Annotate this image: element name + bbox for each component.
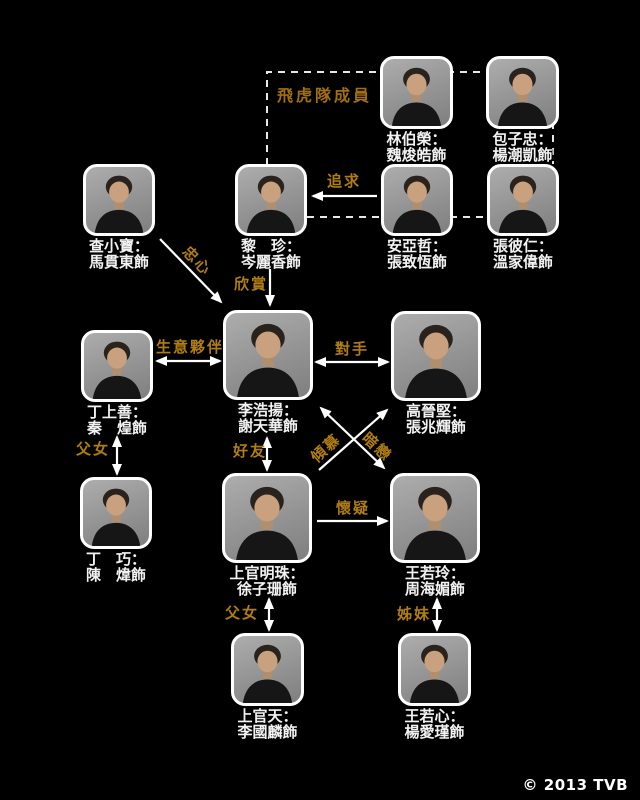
name-caption-ting-hau: 丁 巧：陳 煒飾 <box>86 551 146 583</box>
portrait-photo-lai-chun <box>235 164 307 236</box>
person-silhouette-icon <box>405 324 467 398</box>
portrait-photo-lee-ho-yeung <box>223 310 313 400</box>
actor-name: 楊愛瑾飾 <box>404 723 465 741</box>
relation-label-business-partners: 生意夥伴 <box>155 338 225 356</box>
name-caption-cheung-pei-yan: 張彼仁：溫家偉飾 <box>493 238 553 270</box>
name-caption-lee-ho-yeung: 李浩揚：謝天華飾 <box>238 402 298 434</box>
person-silhouette-icon <box>391 67 442 126</box>
group-label: 飛虎隊成員 <box>277 86 373 105</box>
character-name: 張彼仁： <box>492 237 554 255</box>
actor-name: 謝天華飾 <box>237 417 299 435</box>
person-silhouette-icon <box>392 175 442 233</box>
person-silhouette-icon <box>497 67 548 126</box>
relation-label-pursue: 追求 <box>326 172 362 190</box>
actor-name: 馬貫東飾 <box>88 253 150 271</box>
character-name: 上官天： <box>237 707 298 725</box>
relation-label-loyalty: 忠心 <box>178 242 216 280</box>
person-silhouette-icon <box>404 486 466 560</box>
copyright-notice: © 2013 TVB <box>522 776 628 794</box>
portrait-photo-sheung-kwun-tin <box>231 633 304 706</box>
actor-name: 魏焌皓飾 <box>386 146 447 164</box>
portrait-photo-bau-tsz-chung <box>486 56 559 129</box>
relation-label-appreciation: 欣賞 <box>233 275 269 293</box>
character-name: 李浩揚： <box>237 401 299 419</box>
person-silhouette-icon <box>409 644 460 703</box>
character-name: 丁 巧： <box>85 550 147 568</box>
relation-label-good-friends: 好友 <box>232 442 268 460</box>
character-name: 查小寶： <box>88 237 150 255</box>
actor-name: 李國麟飾 <box>237 723 298 741</box>
person-silhouette-icon <box>498 175 548 233</box>
actor-name: 周海媚飾 <box>404 580 466 598</box>
actor-name: 陳 煒飾 <box>85 566 147 584</box>
character-name: 上官明珠： <box>229 564 305 582</box>
portrait-photo-lam-pak-wing <box>380 56 453 129</box>
person-silhouette-icon <box>92 341 142 399</box>
portrait-photo-ting-sheung-sin <box>81 330 153 402</box>
relation-label-admiration: 傾慕 <box>307 429 345 467</box>
portrait-photo-ting-hau <box>80 477 152 549</box>
actor-name: 楊潮凱飾 <box>492 146 553 164</box>
relation-label-secret-crush: 暗戀 <box>358 428 396 466</box>
character-name: 黎 珍： <box>240 237 302 255</box>
name-caption-sheung-kwun-tin: 上官天：李國麟飾 <box>237 708 297 740</box>
person-silhouette-icon <box>242 644 293 703</box>
relation-label-rivals: 對手 <box>334 340 370 358</box>
character-name: 王若心： <box>404 707 465 725</box>
portrait-photo-cha-siu-po <box>83 164 155 236</box>
person-silhouette-icon <box>237 323 299 397</box>
name-caption-bau-tsz-chung: 包子忠：楊潮凱飾 <box>492 131 552 163</box>
portrait-photo-wong-yeuk-sum <box>398 633 471 706</box>
person-silhouette-icon <box>246 175 296 233</box>
relation-label-sisters: 姊妹 <box>396 605 432 623</box>
actor-name: 秦 煌飾 <box>86 419 148 437</box>
relation-label-father-daughter-2: 父女 <box>224 604 260 622</box>
character-name: 安亞哲： <box>386 237 448 255</box>
portrait-photo-ko-chun-kin <box>391 311 481 401</box>
character-name: 高晉堅： <box>405 402 467 420</box>
character-name: 包子忠： <box>492 130 553 148</box>
character-name: 林伯榮： <box>386 130 447 148</box>
character-name: 丁上善： <box>86 403 148 421</box>
actor-name: 張兆輝飾 <box>405 418 467 436</box>
actor-name: 徐子珊飾 <box>236 580 298 598</box>
relation-label-suspicion: 懷疑 <box>335 499 371 517</box>
actor-name: 張致恆飾 <box>386 253 448 271</box>
portrait-photo-on-a-chit <box>381 164 453 236</box>
name-caption-sheung-kwun-ming-chu: 上官明珠：徐子珊飾 <box>229 565 304 597</box>
portrait-photo-wong-yeuk-ling <box>390 473 480 563</box>
actor-name: 溫家偉飾 <box>492 253 554 271</box>
name-caption-lam-pak-wing: 林伯榮：魏焌皓飾 <box>386 131 446 163</box>
relation-label-father-daughter-1: 父女 <box>75 440 111 458</box>
person-silhouette-icon <box>94 175 144 233</box>
name-caption-lai-chun: 黎 珍：岑麗香飾 <box>241 238 301 270</box>
portrait-photo-sheung-kwun-ming-chu <box>222 473 312 563</box>
name-caption-ko-chun-kin: 高晉堅：張兆輝飾 <box>406 403 466 435</box>
person-silhouette-icon <box>91 488 141 546</box>
character-name: 王若玲： <box>404 564 466 582</box>
name-caption-cha-siu-po: 查小寶：馬貫東飾 <box>89 238 149 270</box>
name-caption-wong-yeuk-sum: 王若心：楊愛瑾飾 <box>404 708 464 740</box>
name-caption-wong-yeuk-ling: 王若玲：周海媚飾 <box>405 565 465 597</box>
actor-name: 岑麗香飾 <box>240 253 302 271</box>
person-silhouette-icon <box>236 486 298 560</box>
portrait-photo-cheung-pei-yan <box>487 164 559 236</box>
name-caption-on-a-chit: 安亞哲：張致恆飾 <box>387 238 447 270</box>
name-caption-ting-sheung-sin: 丁上善：秦 煌飾 <box>87 404 147 436</box>
